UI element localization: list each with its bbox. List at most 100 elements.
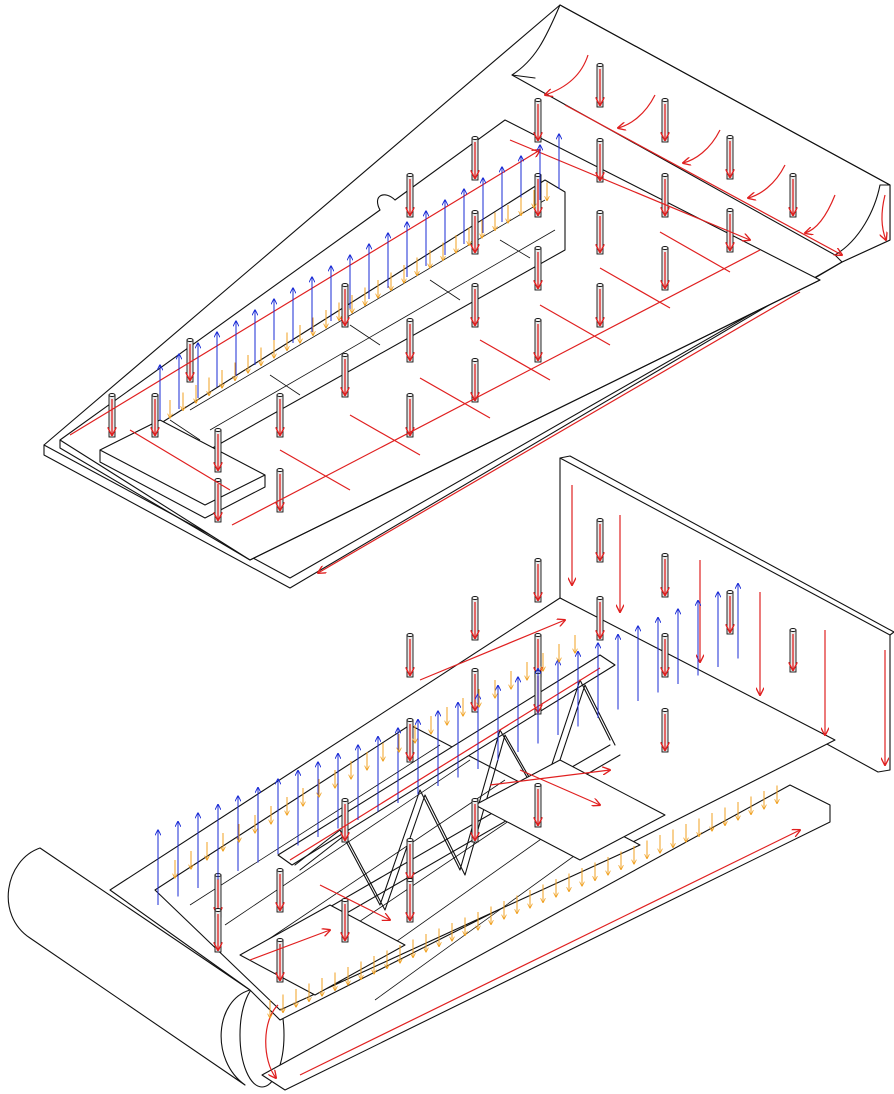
column-cap [406, 838, 414, 842]
column-cap [726, 590, 734, 594]
upper-assembly [43, 4, 891, 589]
column-cap [151, 393, 159, 397]
column [407, 633, 413, 678]
column-cap [276, 938, 284, 942]
column-cap [661, 553, 669, 557]
column-cap [108, 393, 116, 397]
column [662, 246, 668, 291]
column-cap [471, 668, 479, 672]
lower-back-wall [559, 457, 891, 773]
column [596, 138, 604, 183]
column-cap [534, 318, 542, 322]
column-cap [534, 558, 542, 562]
column [790, 173, 796, 218]
upper-rear-slab-bottom [59, 279, 821, 561]
column [661, 98, 669, 143]
column [596, 210, 604, 255]
column-cap [341, 283, 349, 287]
column-cap [471, 283, 479, 287]
lower-truss-web [294, 679, 616, 911]
column-cap [471, 136, 479, 140]
column [406, 718, 414, 763]
lower-distributed-loads [175, 635, 777, 1018]
column [276, 468, 284, 513]
lower-terrace-grid [189, 744, 611, 1001]
column-cap [726, 135, 734, 139]
lower-assembly [7, 455, 894, 1091]
upper-trough-ribs [169, 199, 556, 441]
column-cap [534, 98, 542, 102]
upper-load-flow [69, 54, 886, 573]
column-cap [596, 518, 604, 522]
column-cap [471, 596, 479, 600]
column-cap [406, 318, 414, 322]
column [214, 908, 222, 953]
column [596, 596, 604, 641]
lower-truss-deck [277, 654, 616, 866]
column [661, 633, 669, 678]
column-cap [471, 358, 479, 362]
upper-columns [108, 63, 796, 523]
lower-back-wall-thickness [559, 455, 894, 636]
column [471, 358, 479, 403]
column-cap [406, 878, 414, 882]
column [662, 173, 668, 218]
column-cap [276, 468, 284, 472]
column [597, 63, 603, 108]
column [471, 596, 479, 641]
column-cap [661, 98, 669, 102]
column-cap [596, 210, 604, 214]
column [596, 283, 604, 328]
column [406, 878, 414, 923]
column-cap [789, 628, 797, 632]
column [277, 393, 283, 438]
column-cap [406, 173, 414, 177]
column-cap [214, 908, 222, 912]
column-cap [471, 798, 479, 802]
column-cap [596, 596, 604, 600]
column [187, 338, 193, 383]
column-cap [661, 633, 669, 637]
column-cap [406, 718, 414, 722]
upper-plate-top-edge [43, 261, 843, 579]
column [535, 783, 541, 828]
column [471, 668, 479, 713]
lower-ramp [261, 784, 831, 1091]
column-cap [341, 353, 349, 357]
column [276, 868, 284, 913]
column-cap [341, 898, 349, 902]
column [276, 938, 284, 983]
column-cap [471, 210, 479, 214]
lower-columns [214, 518, 797, 983]
column-cap [341, 798, 349, 802]
column [406, 318, 414, 363]
upper-curved-wall-inner [511, 4, 891, 186]
upper-reaction-arrows [160, 134, 559, 420]
upper-distributed-loads [170, 182, 547, 419]
lower-reaction-arrows [158, 584, 738, 905]
column [726, 590, 734, 635]
column [661, 708, 669, 753]
column [341, 353, 349, 398]
column [406, 173, 414, 218]
column [108, 393, 116, 438]
column-cap [596, 283, 604, 287]
column-cap [406, 393, 414, 397]
column-cap [276, 868, 284, 872]
column [151, 393, 159, 438]
column [534, 98, 542, 143]
column-cap [596, 138, 604, 142]
column [341, 283, 349, 328]
column [471, 136, 479, 181]
column [341, 798, 349, 843]
column [215, 478, 221, 523]
column [471, 798, 479, 843]
column [534, 318, 542, 363]
lower-cylinder [7, 847, 251, 1086]
column-cap [661, 708, 669, 712]
column [215, 428, 221, 473]
column [341, 898, 349, 943]
column [726, 135, 734, 180]
column [596, 518, 604, 563]
